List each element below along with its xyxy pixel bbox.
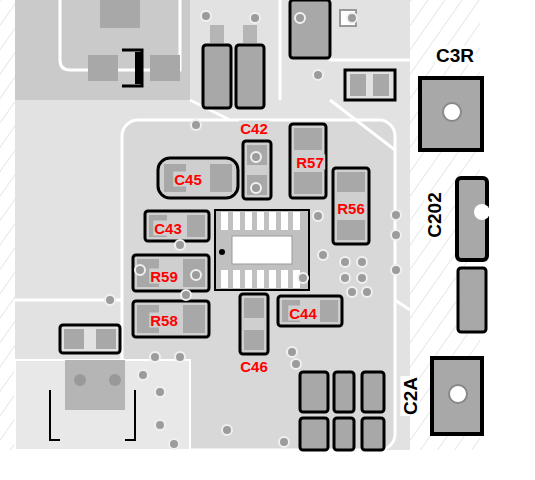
- silkscreen-designator: C3R: [435, 46, 475, 65]
- part-designator: C46: [239, 359, 269, 374]
- resistor-footprint: [133, 255, 209, 291]
- capacitor-footprint: [145, 211, 209, 241]
- ic-footprint: [215, 210, 309, 290]
- part-designator: C45: [173, 172, 203, 187]
- copper-pour: [15, 0, 410, 450]
- capacitor-footprint: [240, 294, 268, 354]
- capacitor-footprint: [243, 141, 271, 199]
- resistor-footprint: [290, 124, 326, 198]
- resistor-footprint: [133, 301, 209, 337]
- trace-outline: [15, 0, 410, 310]
- copper-pour: [15, 360, 190, 450]
- part-designator: C44: [288, 306, 318, 321]
- part-designator: R58: [149, 313, 179, 328]
- bottom-parts: [50, 325, 384, 450]
- top-left-parts: [88, 0, 180, 86]
- capacitor-footprint: [278, 296, 342, 326]
- through-hole-parts: [420, 78, 490, 434]
- part-designator: R57: [295, 155, 325, 170]
- silkscreen-designator: C202: [425, 191, 444, 238]
- board-ground: [0, 0, 480, 450]
- copper-pour: [15, 0, 190, 100]
- via-holes: [105, 11, 401, 449]
- top-parts: [203, 0, 395, 108]
- part-designator: C43: [153, 221, 183, 236]
- part-designator: C42: [239, 121, 269, 136]
- part-designator: R59: [149, 269, 179, 284]
- resistor-footprint: [333, 168, 369, 244]
- silkscreen-designator: C2A: [401, 376, 420, 416]
- capacitor-footprint: [158, 158, 238, 198]
- part-designator: R56: [336, 201, 366, 216]
